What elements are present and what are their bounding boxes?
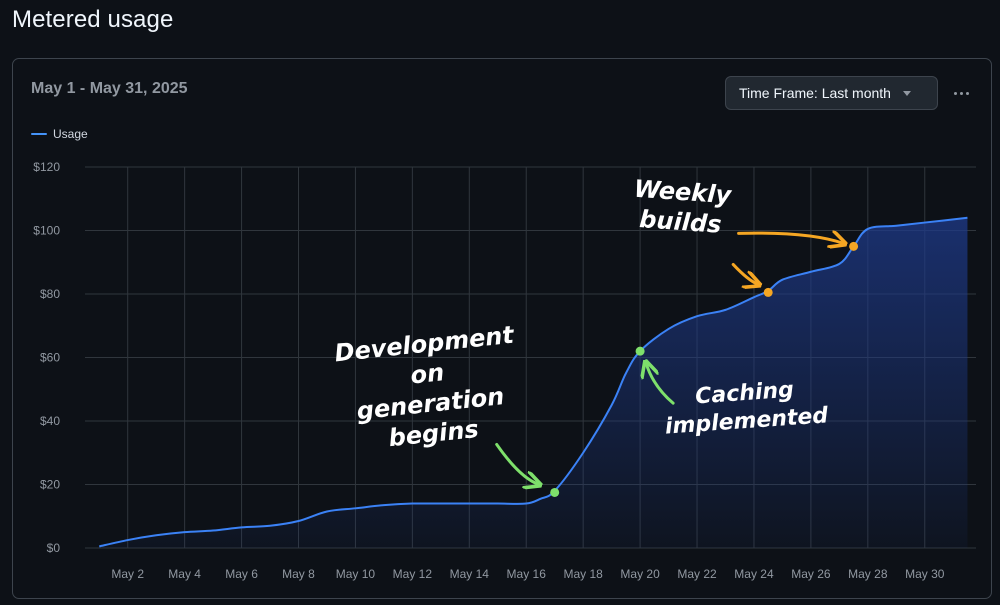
y-tick-label: $100	[33, 224, 60, 238]
chart-marker-layer	[550, 241, 859, 497]
x-tick-label: May 22	[677, 567, 717, 581]
x-tick-label: May 12	[393, 567, 433, 581]
date-range-heading: May 1 - May 31, 2025	[31, 80, 188, 97]
legend-swatch-usage	[31, 133, 47, 135]
triangle-down-icon	[902, 90, 911, 96]
x-tick-label: May 26	[791, 567, 831, 581]
y-tick-label: $120	[33, 160, 60, 174]
x-tick-label: May 6	[225, 567, 258, 581]
y-tick-label: $60	[40, 351, 60, 365]
y-tick-label: $0	[47, 541, 61, 555]
x-tick-label: May 28	[848, 567, 888, 581]
annotation-text-line: on	[409, 358, 445, 389]
timeframe-dropdown-button[interactable]: Time Frame: Last month	[725, 76, 938, 110]
y-tick-label: $40	[40, 414, 60, 428]
y-tick-label: $20	[40, 478, 60, 492]
x-tick-label: May 4	[168, 567, 201, 581]
kebab-horizontal-icon[interactable]	[949, 82, 973, 104]
x-tick-label: May 2	[111, 567, 144, 581]
x-tick-label: May 8	[282, 567, 315, 581]
x-tick-label: May 14	[450, 567, 490, 581]
annotation-marker	[849, 241, 859, 251]
annotation-marker	[763, 287, 773, 297]
annotation-arrow	[737, 233, 844, 243]
annotation-marker	[635, 346, 645, 356]
x-tick-label: May 18	[563, 567, 603, 581]
annotation-arrow	[495, 442, 539, 484]
annotation-text-line: Weekly	[633, 175, 733, 210]
chart-area-layer	[99, 217, 968, 549]
x-tick-label: May 16	[507, 567, 547, 581]
usage-area-fill	[99, 217, 968, 549]
y-tick-label: $80	[40, 287, 60, 301]
legend-label-usage: Usage	[53, 127, 88, 141]
x-tick-label: May 20	[620, 567, 660, 581]
x-tick-label: May 10	[336, 567, 376, 581]
annotation-marker	[550, 487, 560, 497]
page-title: Metered usage	[12, 6, 174, 33]
chart-legend: Usage	[31, 127, 88, 141]
annotation-arrow	[646, 363, 675, 405]
annotation-arrow	[731, 262, 758, 284]
x-tick-label: May 30	[905, 567, 945, 581]
x-tick-label: May 24	[734, 567, 774, 581]
annotation-text-line: builds	[638, 205, 722, 239]
timeframe-label: Time Frame: Last month	[739, 85, 891, 101]
